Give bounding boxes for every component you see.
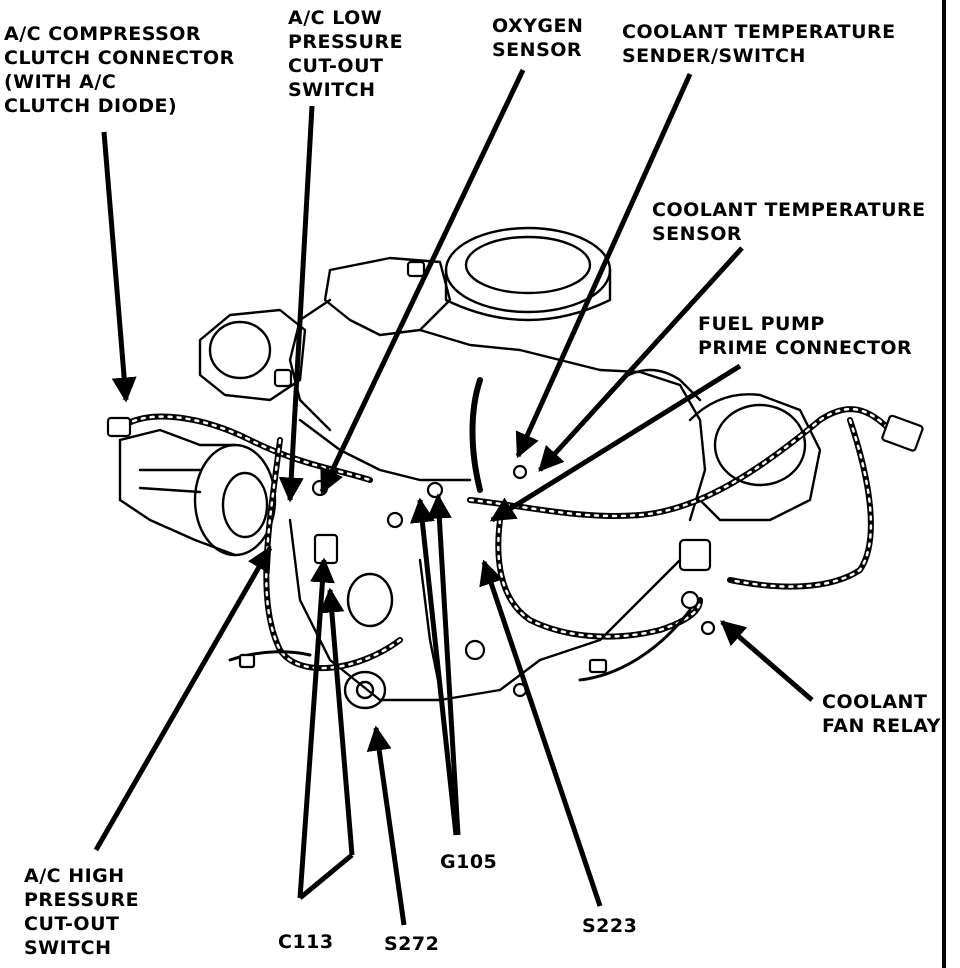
arrow-fuel-pump-prime [489, 363, 742, 523]
connector-parts [106, 260, 924, 698]
leader-arrows [93, 68, 814, 926]
label-s223: S223 [582, 915, 638, 937]
arrow-oxygen-sensor [319, 68, 526, 495]
arrow-c113-right [319, 587, 355, 856]
arrow-c113-left [297, 557, 335, 899]
arrow-ac-high-pressure-switch [93, 545, 273, 852]
label-s272: S272 [384, 933, 440, 955]
label-ac-high-pressure-switch: A/C HIGH PRESSURE CUT-OUT SWITCH [24, 865, 140, 959]
label-coolant-temperature-sender-switch: COOLANT TEMPERATURE SENDER/SWITCH [622, 21, 896, 67]
label-coolant-fan-relay: COOLANT FAN RELAY [822, 691, 941, 737]
label-coolant-temperature-sensor: COOLANT TEMPERATURE SENSOR [652, 199, 926, 245]
c113-bracket-line [298, 853, 354, 900]
arrow-ac-compressor-connector [101, 131, 137, 403]
label-c113: C113 [278, 931, 334, 953]
label-fuel-pump-prime-connector: FUEL PUMP PRIME CONNECTOR [698, 313, 913, 359]
arrow-s223 [479, 559, 603, 907]
arrow-coolant-temp-sender [515, 72, 693, 459]
label-ac-compressor-clutch-connector: A/C COMPRESSOR CLUTCH CONNECTOR (WITH A/… [4, 23, 235, 117]
arrow-s272 [366, 725, 407, 926]
arrow-coolant-temp-sensor [538, 246, 744, 472]
page-border [942, 0, 946, 968]
arrow-coolant-fan-relay [720, 620, 814, 702]
arrow-ac-low-pressure-switch [278, 105, 315, 503]
arrow-g105-right [426, 493, 461, 836]
label-oxygen-sensor: OXYGEN SENSOR [492, 15, 584, 61]
engine-block-drawing [118, 226, 822, 710]
label-ac-low-pressure-switch: A/C LOW PRESSURE CUT-OUT SWITCH [288, 7, 404, 101]
arrow-g105-left [409, 497, 459, 836]
label-g105: G105 [440, 851, 498, 873]
